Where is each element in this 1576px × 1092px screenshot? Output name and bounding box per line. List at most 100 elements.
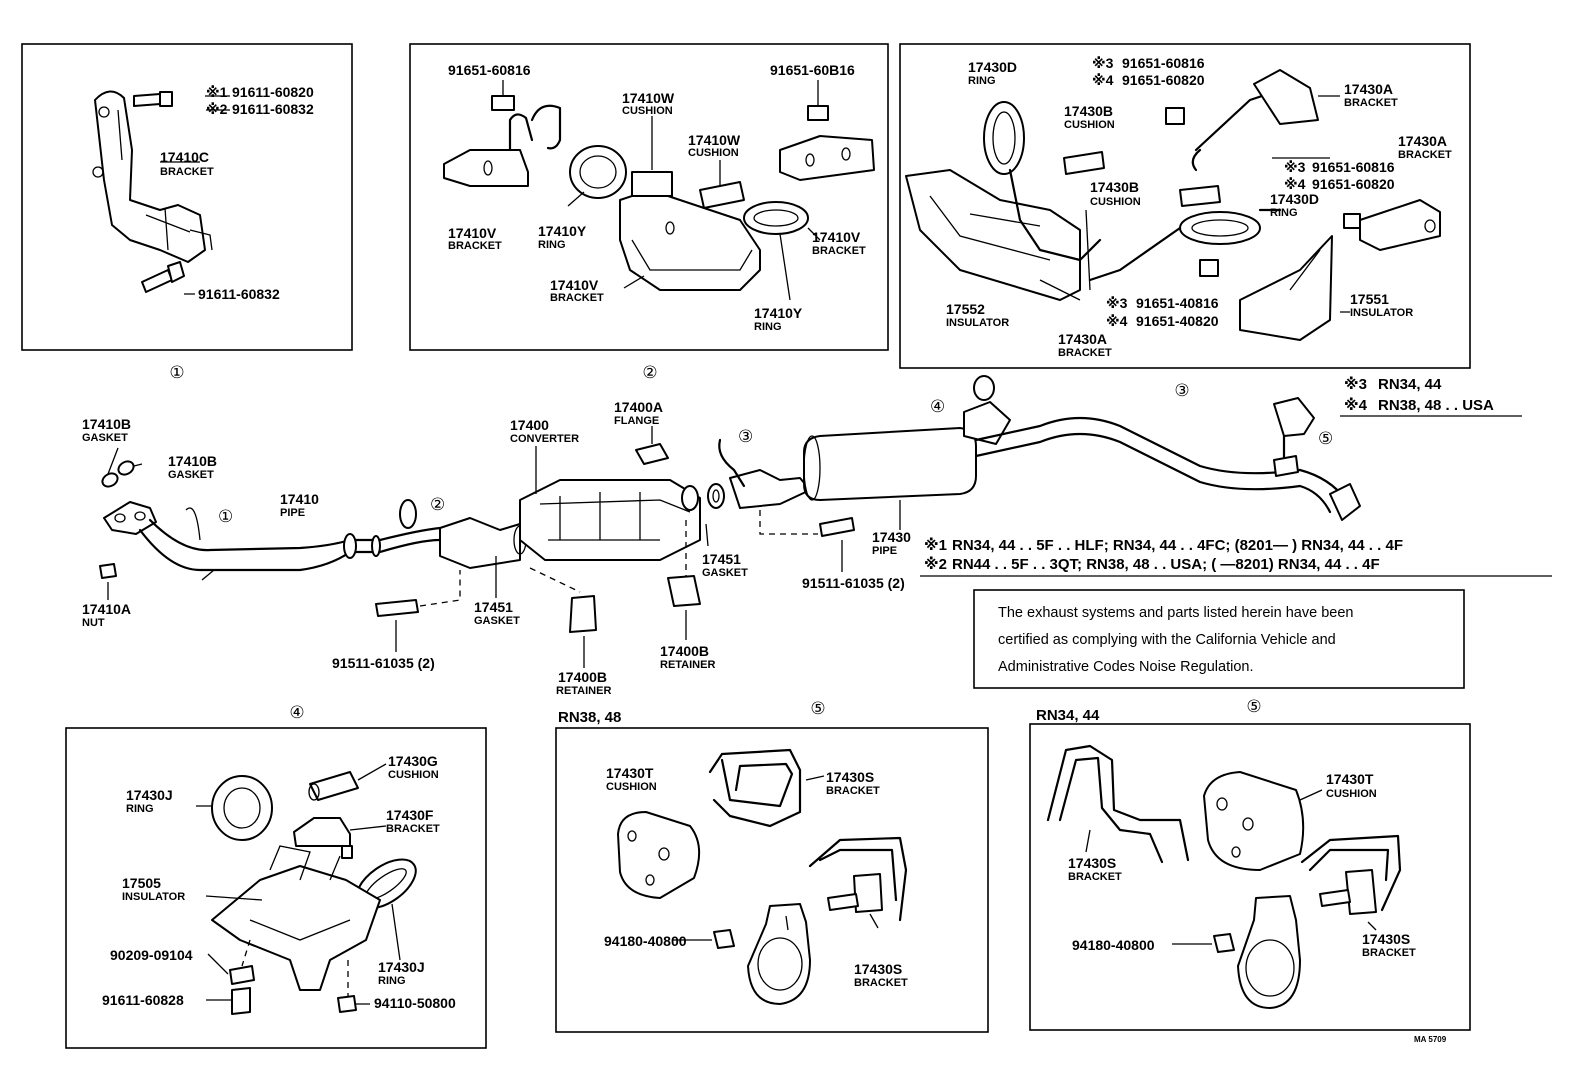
p4-bracket-num: 17430F — [386, 807, 434, 823]
p3-insulator-right-name: INSULATOR — [1350, 307, 1413, 319]
p2-cushion-a-num: 17410W — [622, 90, 675, 106]
p2-bracket-center-name: BRACKET — [550, 292, 604, 304]
p1-note2-mark: ※2 — [206, 101, 228, 117]
p3-cushion-a-num: 17430B — [1064, 103, 1113, 119]
p2-bolt-left: 91651-60816 — [448, 62, 531, 78]
note-2-text: RN44 . . 5F . . 3QT; RN38, 48 . . USA; (… — [952, 556, 1380, 573]
p2-ring-right-num: 17410Y — [754, 305, 803, 321]
p4-ring-right-name: RING — [378, 975, 406, 987]
panel-2-drawing — [443, 80, 875, 301]
p3-bolt-c3-part: 91651-40816 — [1136, 295, 1219, 311]
main-marker-5: ⑤ — [1318, 429, 1333, 448]
p5b-bracket-left-name: BRACKET — [1068, 871, 1122, 883]
main-bolt-left: 91511-61035 (2) — [332, 655, 435, 671]
p3-cushion-a-name: CUSHION — [1064, 119, 1115, 131]
p1-bracket-name: BRACKET — [160, 166, 214, 178]
note-3-text: RN34, 44 — [1378, 376, 1442, 393]
p4-bolt: 91611-60828 — [102, 992, 184, 1008]
p2-ring-right-name: RING — [754, 321, 782, 333]
panel-5b-drawing — [1046, 744, 1402, 1009]
p3-bolt-b4-part: 91651-60820 — [1312, 176, 1395, 192]
p4-bracket-name: BRACKET — [386, 823, 440, 835]
main-gasket-side-num: 17410B — [168, 453, 217, 469]
p5b-models: RN34, 44 — [1036, 707, 1100, 724]
panel-4-drawing — [196, 763, 417, 1015]
main-gasket-mid-name: GASKET — [474, 615, 520, 627]
p3-ring-top-num: 17430D — [968, 59, 1017, 75]
p2-cushion-b-num: 17410W — [688, 132, 741, 148]
p5a-nut: 94180-40800 — [604, 933, 687, 949]
main-marker-2: ② — [430, 495, 445, 514]
note-1-text: RN34, 44 . . 5F . . HLF; RN34, 44 . . 4F… — [952, 537, 1403, 554]
p2-bracket-center-num: 17410V — [550, 277, 599, 293]
main-nut-name: NUT — [82, 617, 105, 629]
p5a-bracket-bottom-num: 17430S — [854, 961, 902, 977]
p1-note1-part: 91611-60820 — [232, 84, 314, 100]
p5b-bracket-right-num: 17430S — [1362, 931, 1410, 947]
p3-bolt-c4-mark: ※4 — [1106, 313, 1128, 329]
p1-bolt: 91611-60832 — [198, 286, 280, 302]
p4-ring-left-name: RING — [126, 803, 154, 815]
note-1-mark: ※1 — [924, 536, 947, 554]
note-4-mark: ※4 — [1344, 396, 1368, 414]
p5a-bracket-top-num: 17430S — [826, 769, 874, 785]
main-pipe-rear-num: 17430 — [872, 529, 911, 545]
p3-ring-top-name: RING — [968, 75, 996, 87]
p3-insulator-right-num: 17551 — [1350, 291, 1389, 307]
p3-bolt-b4-mark: ※4 — [1284, 176, 1306, 192]
panel-2-frame — [409, 43, 889, 351]
p3-bolt-c4-part: 91651-40820 — [1136, 313, 1219, 329]
certification-line-1: The exhaust systems and parts listed her… — [998, 605, 1353, 621]
p2-cushion-b-name: CUSHION — [688, 147, 739, 159]
p5b-nut: 94180-40800 — [1072, 937, 1155, 953]
p2-ring-left-num: 17410Y — [538, 223, 587, 239]
main-gasket-top-name: GASKET — [82, 432, 128, 444]
main-gasket-side-name: GASKET — [168, 469, 214, 481]
certification-frame — [973, 589, 1465, 689]
p5b-bracket-right-name: BRACKET — [1362, 947, 1416, 959]
main-retainer-bottom-name: RETAINER — [556, 685, 611, 697]
note-3-mark: ※3 — [1344, 375, 1367, 393]
p3-bolt-b3-part: 91651-60816 — [1312, 159, 1395, 175]
p2-bracket-right-num: 17410V — [812, 229, 861, 245]
p3-bracket-top-num: 17430A — [1344, 81, 1393, 97]
main-marker-3: ③ — [738, 427, 753, 446]
panel-1-frame — [21, 43, 353, 351]
panel-4-frame — [65, 727, 487, 1049]
main-gasket-top-num: 17410B — [82, 416, 131, 432]
p5b-cushion-name: CUSHION — [1326, 788, 1377, 800]
panel-5a-marker: ⑤ — [810, 699, 825, 718]
certification-line-3: Administrative Codes Noise Regulation. — [998, 659, 1254, 675]
panel-5b-frame — [1029, 723, 1471, 1031]
p3-ring-right-num: 17430D — [1270, 191, 1319, 207]
main-marker-4: ④ — [930, 397, 945, 416]
main-gasket-mid-num: 17451 — [474, 599, 513, 615]
p3-bracket-bottom-num: 17430A — [1058, 331, 1107, 347]
panel-5a-frame — [555, 727, 989, 1033]
main-marker-1: ① — [218, 507, 233, 526]
panel-3-drawing — [905, 69, 1441, 341]
note-4-text: RN38, 48 . . USA — [1378, 397, 1494, 414]
main-retainer-right-num: 17400B — [660, 643, 709, 659]
panel-3-frame — [899, 43, 1471, 369]
panel-1-marker: ① — [169, 363, 184, 382]
main-converter-num: 17400 — [510, 417, 549, 433]
panel-3-marker: ③ — [1174, 381, 1189, 400]
p3-bolt-a3-mark: ※3 — [1092, 55, 1114, 71]
p2-bolt-right: 91651-60B16 — [770, 62, 855, 78]
p1-note1-mark: ※1 — [206, 84, 228, 100]
p2-bracket-right-name: BRACKET — [812, 245, 866, 257]
p4-insulator-name: INSULATOR — [122, 891, 185, 903]
p2-bracket-left-name: BRACKET — [448, 240, 502, 252]
p3-insulator-left-name: INSULATOR — [946, 317, 1009, 329]
panel-5a-drawing — [617, 748, 908, 1005]
p2-ring-left-name: RING — [538, 239, 566, 251]
main-nut-num: 17410A — [82, 601, 131, 617]
p4-cushion-num: 17430G — [388, 753, 438, 769]
main-gasket-right-num: 17451 — [702, 551, 741, 567]
p3-cushion-b-num: 17430B — [1090, 179, 1139, 195]
p5a-cushion-num: 17430T — [606, 765, 654, 781]
certification-line-2: certified as complying with the Californ… — [998, 632, 1336, 648]
